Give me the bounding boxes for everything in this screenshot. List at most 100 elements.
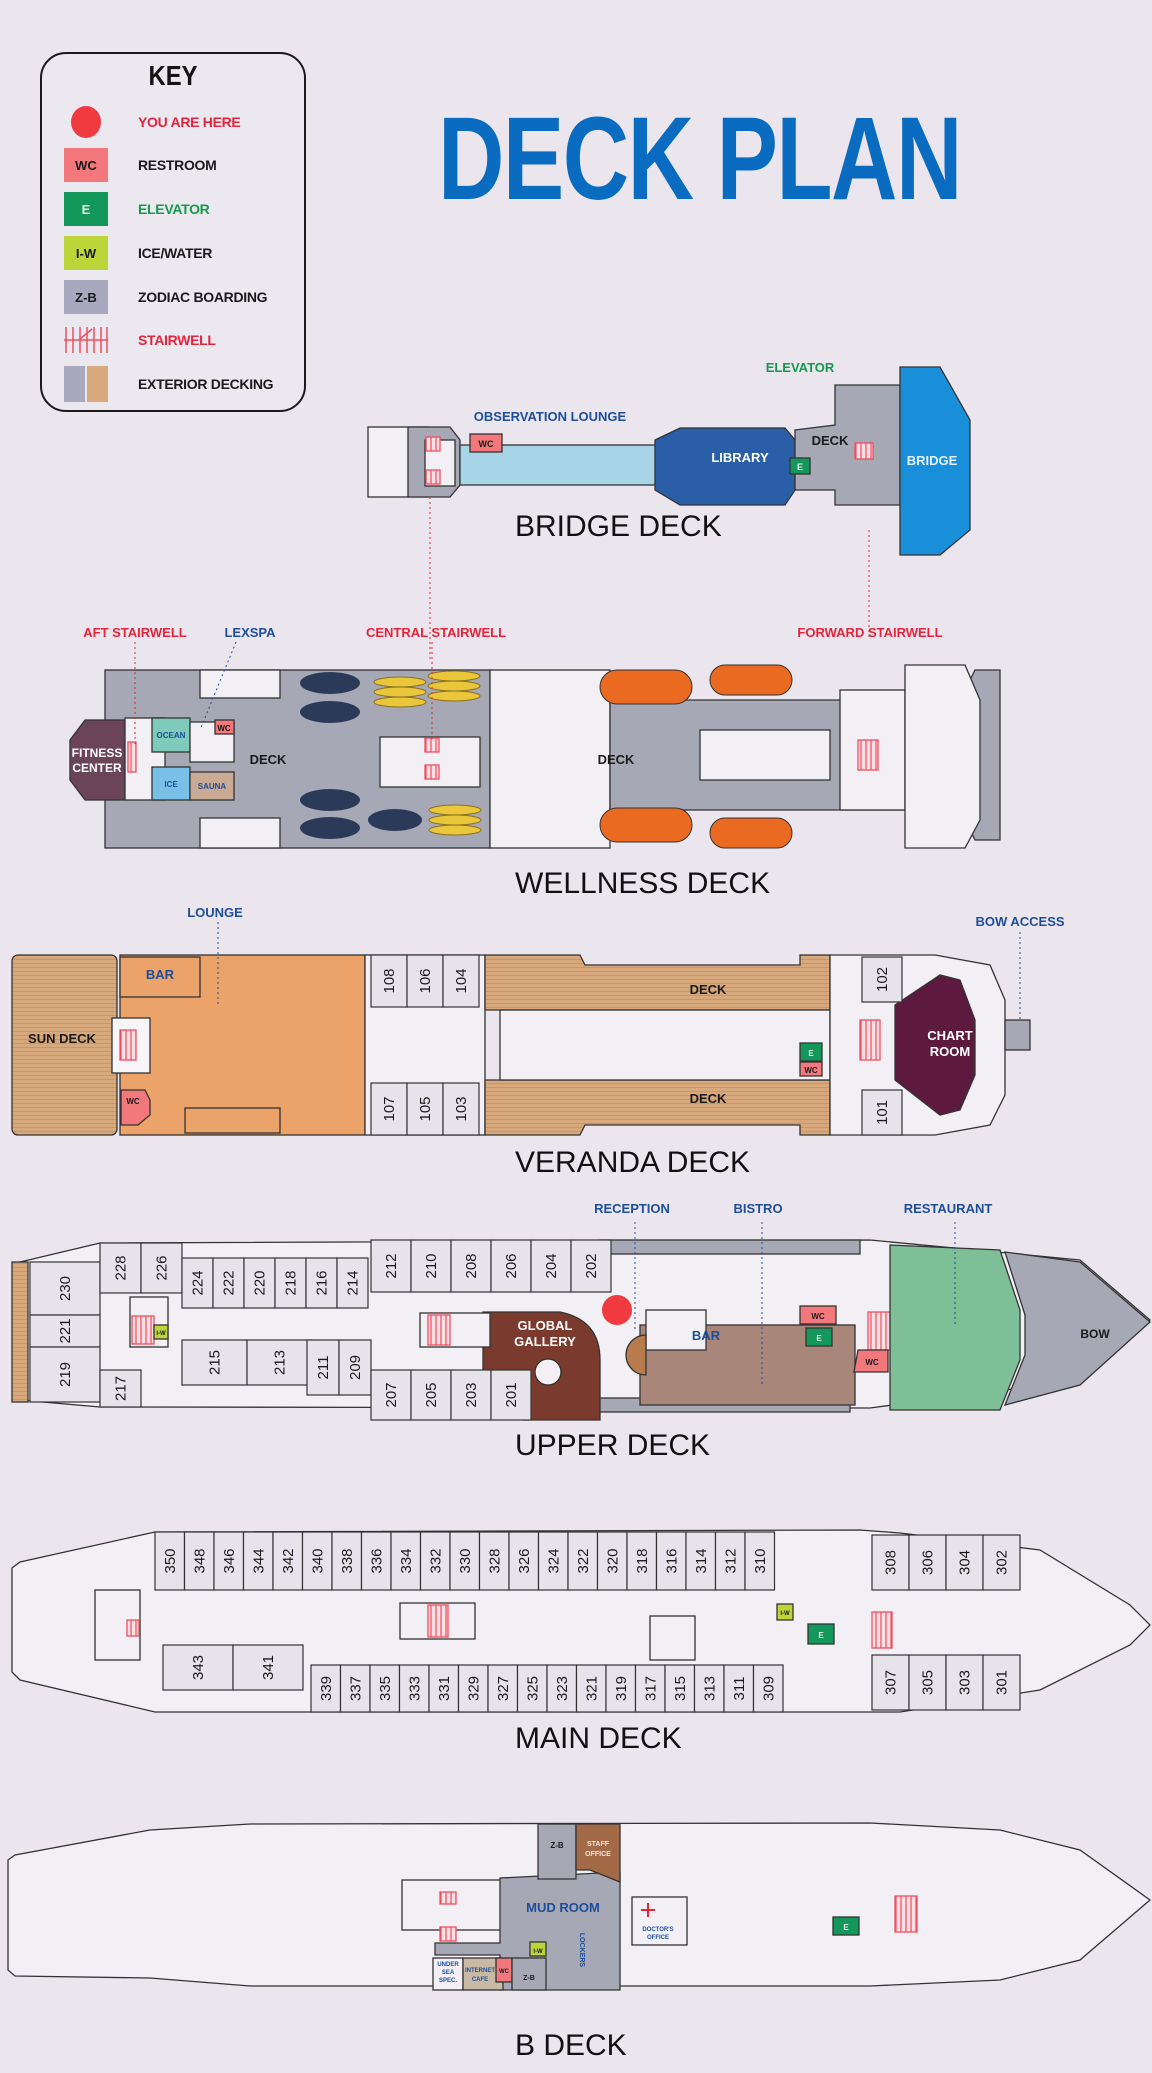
cabin <box>272 1531 304 1591</box>
cabin-number: 309 <box>760 1676 777 1701</box>
stairwell-icon <box>439 1926 457 1942</box>
cabin-number: 315 <box>672 1676 689 1701</box>
key-item-exterior-decking: EXTERIOR DECKING <box>64 366 274 402</box>
cabin-number: 105 <box>417 1096 434 1121</box>
label-ocean: OCEAN <box>157 731 186 740</box>
stairwell-icon <box>439 1891 457 1905</box>
callout-lounge: LOUNGE <box>187 905 243 920</box>
cabin-number: 228 <box>113 1255 130 1280</box>
label-elevator: E <box>843 1923 849 1932</box>
stairwell-icon <box>127 741 137 773</box>
callout-bow-access: BOW ACCESS <box>975 914 1064 929</box>
cabin-number: 210 <box>423 1253 440 1278</box>
cabin-number: 329 <box>465 1676 482 1701</box>
cabin <box>29 1261 101 1316</box>
label-spec: SPEC. <box>439 1978 457 1984</box>
cabin <box>99 1242 142 1294</box>
cabin <box>331 1531 363 1591</box>
cabin <box>530 1239 572 1293</box>
deck-bottom <box>484 1079 831 1136</box>
cabin <box>410 1369 452 1421</box>
elevator-icon: E <box>64 192 108 226</box>
stairwell-icon <box>894 1895 918 1933</box>
deck-top <box>484 954 831 1011</box>
you-are-here-marker <box>602 1295 632 1325</box>
zodiac-boat-icon <box>300 789 360 811</box>
cabin-number: 204 <box>543 1253 560 1278</box>
elevator-icon <box>789 457 811 475</box>
label-wc: WC <box>217 724 231 733</box>
label-elevator: E <box>818 1631 824 1640</box>
cabin-number: 331 <box>436 1676 453 1701</box>
elevator-icon <box>832 1916 860 1936</box>
label-internet: INTERNET <box>465 1968 495 1974</box>
stairwell-icon <box>871 1611 893 1649</box>
ice-water-icon <box>529 1941 547 1957</box>
aft-room <box>199 817 281 849</box>
label-under: UNDER <box>437 1962 459 1968</box>
cabin-number: 341 <box>260 1655 277 1680</box>
cabin <box>274 1257 307 1309</box>
label-bar: BAR <box>692 1328 721 1343</box>
cabin-number: 344 <box>250 1548 267 1573</box>
cabin <box>508 1531 540 1591</box>
kayak-icon <box>373 686 427 698</box>
bridge-deck-plan <box>367 366 971 556</box>
cabin-number: 305 <box>920 1670 937 1695</box>
stairwell-icon <box>427 1604 449 1638</box>
cabin <box>183 1531 215 1591</box>
cabin <box>685 1531 717 1591</box>
kayak-icon <box>428 814 482 826</box>
restroom-icon <box>469 433 503 453</box>
stairwell-icon <box>867 1311 891 1351</box>
cabin-number: 319 <box>613 1676 630 1701</box>
label-room: ROOM <box>930 1044 970 1059</box>
cabin <box>406 954 444 1008</box>
cabin-number: 219 <box>57 1362 74 1387</box>
key-item-restroom: WC RESTROOM <box>64 147 217 183</box>
cabin-number: 207 <box>383 1382 400 1407</box>
stairwell-icon <box>425 436 441 452</box>
key-item-elevator: E ELEVATOR <box>64 191 210 227</box>
cabin-number: 332 <box>427 1548 444 1573</box>
stair-room <box>401 1879 503 1931</box>
lounge-platform <box>184 1107 281 1134</box>
undersea-spec-room <box>432 1957 464 1991</box>
cabin-number: 224 <box>190 1270 207 1295</box>
cabin-number: 206 <box>503 1253 520 1278</box>
cabin <box>626 1531 658 1591</box>
cabin-number: 102 <box>874 967 891 992</box>
ice-water-icon <box>776 1603 794 1621</box>
stairwell-icon <box>427 1314 451 1346</box>
cabin <box>310 1664 342 1713</box>
central-block <box>649 1615 696 1661</box>
library-room <box>654 427 796 506</box>
cabin-number: 216 <box>314 1270 331 1295</box>
cabin <box>537 1531 569 1591</box>
sauna-room <box>189 771 235 801</box>
cabin-number: 338 <box>339 1548 356 1573</box>
label-wc: WC <box>479 439 494 449</box>
cabin <box>181 1339 248 1386</box>
cabin <box>861 956 903 1003</box>
label-wc: WC <box>126 1097 140 1106</box>
cabin-number: 203 <box>463 1382 480 1407</box>
elevator-icon <box>799 1042 823 1062</box>
label-fitness: FITNESS <box>72 746 123 760</box>
cabin-number: 342 <box>280 1548 297 1573</box>
cabin <box>338 1339 372 1396</box>
reception-desk <box>625 1334 647 1376</box>
ocean-room <box>151 717 191 753</box>
label-ice: ICE <box>164 780 178 789</box>
cabin <box>442 1082 480 1136</box>
deck-name-bridge: BRIDGE DECK <box>515 510 722 543</box>
cabin-number: 339 <box>318 1676 335 1701</box>
cabin-number: 104 <box>453 968 470 993</box>
stairwell-icon <box>126 1619 140 1637</box>
cabin-number: 312 <box>722 1548 739 1573</box>
cabin <box>752 1664 784 1713</box>
cabin <box>154 1531 186 1591</box>
cabin-number: 325 <box>524 1676 541 1701</box>
cabin <box>945 1534 984 1591</box>
